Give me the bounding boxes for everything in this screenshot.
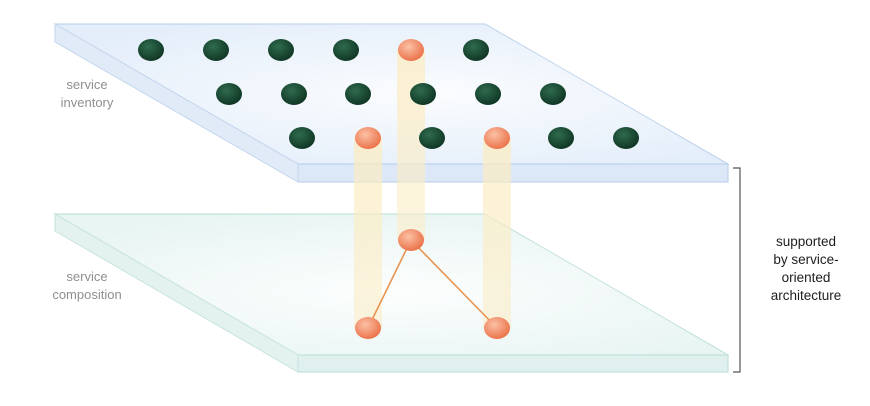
label-line: inventory bbox=[60, 95, 114, 110]
service-node bbox=[419, 127, 445, 149]
service-node bbox=[281, 83, 307, 105]
soa-support-note: supported by service- oriented architect… bbox=[752, 233, 860, 305]
service-node bbox=[613, 127, 639, 149]
service-node bbox=[345, 83, 371, 105]
composition-node bbox=[398, 229, 424, 251]
composition-node bbox=[355, 317, 381, 339]
service-composition-label: service composition bbox=[32, 268, 142, 304]
label-line: service bbox=[66, 77, 108, 92]
inventory-plane-left-edge bbox=[54, 23, 299, 183]
service-node bbox=[463, 39, 489, 61]
composition-services bbox=[355, 229, 510, 339]
service-node bbox=[475, 83, 501, 105]
beam-3 bbox=[483, 138, 511, 328]
service-node bbox=[289, 127, 315, 149]
beam-2 bbox=[354, 138, 382, 328]
service-node bbox=[410, 83, 436, 105]
note-line: oriented bbox=[781, 270, 831, 285]
composition-node bbox=[484, 317, 510, 339]
service-node bbox=[203, 39, 229, 61]
service-node bbox=[216, 83, 242, 105]
service-node bbox=[333, 39, 359, 61]
service-node bbox=[548, 127, 574, 149]
composition-connector bbox=[410, 239, 498, 329]
service-inventory-label: service inventory bbox=[32, 76, 142, 112]
composition-plane-glow bbox=[55, 214, 728, 355]
service-node bbox=[138, 39, 164, 61]
selected-service-node bbox=[355, 127, 381, 149]
selection-beams bbox=[354, 50, 511, 328]
soa-bracket bbox=[733, 167, 741, 373]
note-line: by service- bbox=[773, 252, 839, 267]
composition-plane-left-edge bbox=[54, 213, 299, 373]
label-line: service bbox=[66, 269, 108, 284]
composition-plane-front-edge bbox=[297, 354, 729, 373]
service-node bbox=[540, 83, 566, 105]
service-node bbox=[268, 39, 294, 61]
selected-service-node bbox=[398, 39, 424, 61]
composition-plane bbox=[53, 213, 730, 373]
selected-service-node bbox=[484, 127, 510, 149]
note-line: supported bbox=[775, 234, 837, 249]
note-line: architecture bbox=[770, 288, 842, 303]
composition-connector bbox=[367, 239, 412, 329]
beam-1 bbox=[397, 50, 425, 240]
inventory-services bbox=[138, 39, 639, 149]
label-line: composition bbox=[52, 287, 122, 302]
